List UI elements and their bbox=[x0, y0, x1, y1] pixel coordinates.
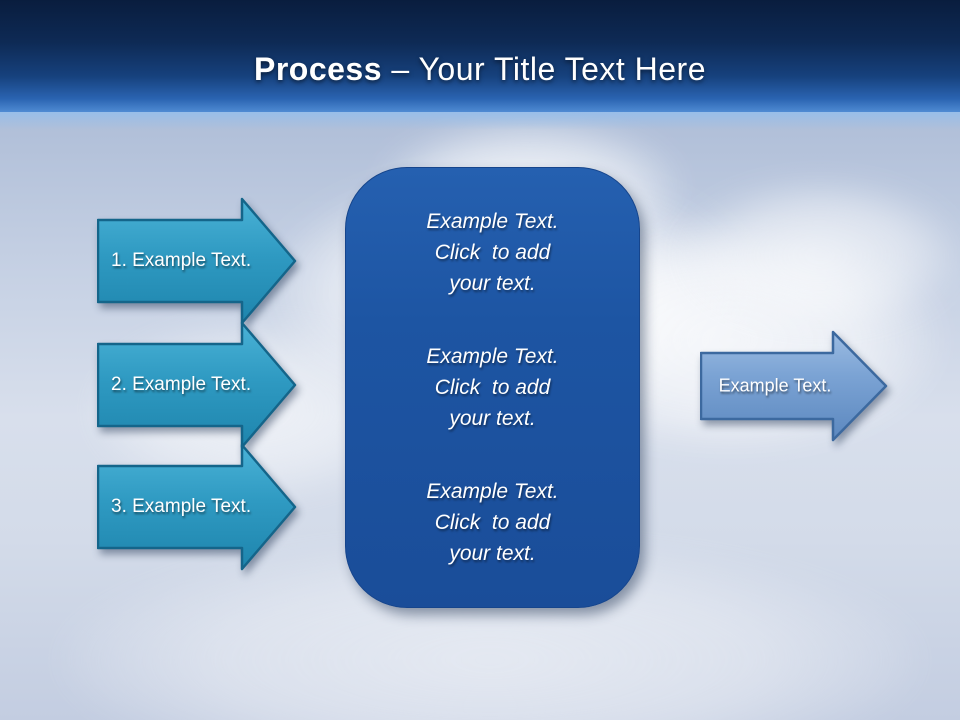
text-line: your text. bbox=[449, 272, 536, 295]
right-arrow-shape-icon bbox=[97, 443, 297, 571]
slide-title-rest: – Your Title Text Here bbox=[382, 50, 706, 87]
cloud bbox=[680, 180, 960, 330]
right-arrow-shape-icon bbox=[97, 197, 297, 325]
right-arrow-shape-icon bbox=[700, 330, 888, 442]
process-step-label-3: 3. Example Text. bbox=[111, 496, 252, 517]
text-line: Click to add bbox=[434, 511, 551, 534]
right-arrow-shape-icon bbox=[97, 321, 297, 449]
output-arrow[interactable]: Example Text. bbox=[700, 330, 888, 442]
process-step-arrow-2[interactable]: 2. Example Text. bbox=[97, 321, 297, 449]
text-line: your text. bbox=[449, 407, 536, 430]
process-step-label-1: 1. Example Text. bbox=[111, 250, 252, 271]
text-line: Click to add bbox=[434, 241, 551, 264]
process-step-arrow-1[interactable]: 1. Example Text. bbox=[97, 197, 297, 325]
slide-title: Process – Your Title Text Here bbox=[254, 51, 706, 88]
text-block-3: Example Text. Click to add your text. bbox=[346, 476, 639, 569]
process-step-arrow-3[interactable]: 3. Example Text. bbox=[97, 443, 297, 571]
text-line: Example Text. bbox=[426, 480, 559, 503]
text-block-1: Example Text. Click to add your text. bbox=[346, 206, 639, 299]
slide-title-keyword: Process bbox=[253, 50, 383, 87]
text-line: your text. bbox=[449, 542, 536, 565]
content-panel[interactable]: Example Text. Click to add your text. Ex… bbox=[345, 167, 640, 608]
text-line: Click to add bbox=[434, 376, 551, 399]
title-bar: Process – Your Title Text Here bbox=[0, 0, 960, 130]
text-block-2: Example Text. Click to add your text. bbox=[346, 341, 639, 434]
output-arrow-label: Example Text. bbox=[718, 375, 832, 396]
text-line: Example Text. bbox=[426, 210, 559, 233]
text-line: Example Text. bbox=[426, 345, 559, 368]
process-step-label-2: 2. Example Text. bbox=[111, 374, 252, 395]
